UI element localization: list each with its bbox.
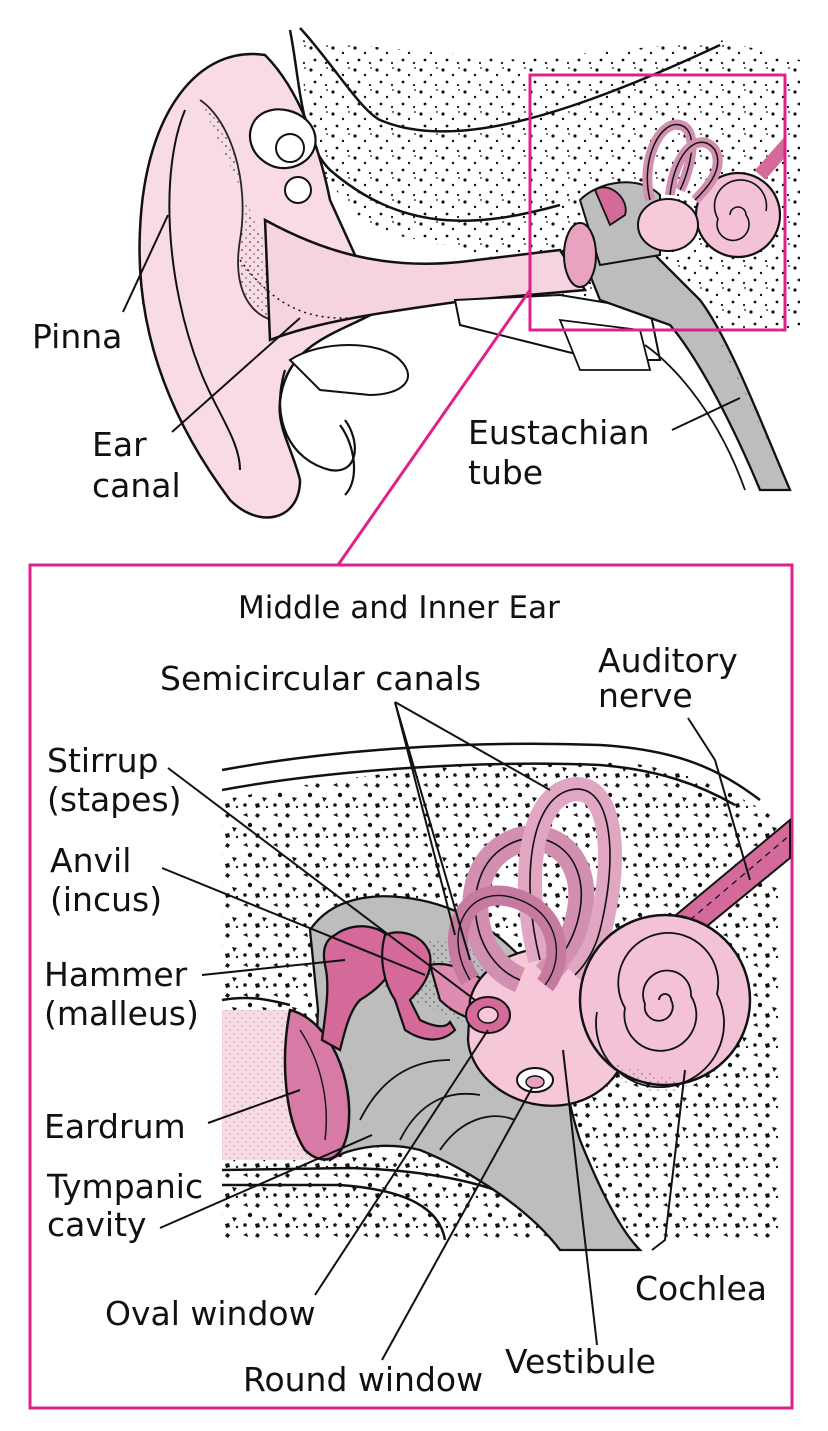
label-ear-canal-line2: canal [92,466,181,505]
label-ear-canal-line1: Ear [92,425,147,464]
label-pinna: Pinna [32,317,122,356]
outer-ear-overview: Pinna Ear canal Eustachian tube [32,27,800,566]
anvil-bone [381,931,457,1041]
label-stirrup-line2: (stapes) [47,780,182,819]
label-vestibule: Vestibule [505,1342,656,1381]
semicircular-canals-shape [448,777,622,993]
label-tympanic-line1: Tympanic [46,1167,203,1206]
mini-inner-ear [563,119,785,288]
label-eustachian-line1: Eustachian [468,413,649,452]
temporal-bone [300,40,800,330]
label-eustachian-line2: tube [468,453,543,492]
middle-inner-ear-panel: Middle and Inner Ear Semicircular canals… [28,563,794,1410]
label-round-window: Round window [243,1360,483,1399]
zoom-region-box [528,73,787,332]
label-anvil-line2: (incus) [50,880,162,919]
label-hammer-line1: Hammer [44,955,188,994]
label-auditory-nerve-line2: nerve [598,676,693,715]
eardrum-shape [283,1008,351,1161]
label-anvil-line1: Anvil [50,841,131,880]
label-stirrup-line1: Stirrup [47,741,158,780]
label-eardrum: Eardrum [44,1107,186,1146]
cochlea-shape [578,913,752,1092]
label-tympanic-line2: cavity [47,1205,147,1244]
ear-canal-shape [263,217,588,342]
label-semicircular-canals: Semicircular canals [160,659,481,698]
detail-title: Middle and Inner Ear [238,590,560,626]
label-oval-window: Oval window [105,1294,316,1333]
label-hammer-line2: (malleus) [44,994,199,1033]
zoom-connector-line [336,289,532,566]
label-auditory-nerve-line1: Auditory [598,641,738,680]
label-cochlea: Cochlea [635,1269,767,1308]
